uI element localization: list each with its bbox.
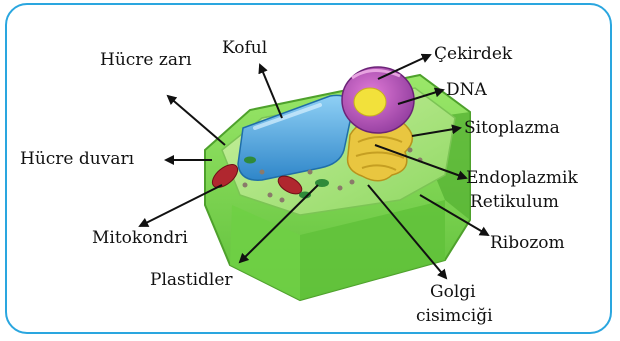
label-mitokondri: Mitokondri bbox=[92, 228, 188, 248]
label-cekirdek: Çekirdek bbox=[434, 44, 512, 64]
label-hucre-zari: Hücre zarı bbox=[100, 50, 192, 70]
label-plastidler: Plastidler bbox=[150, 270, 233, 290]
label-sitoplazma: Sitoplazma bbox=[464, 118, 560, 138]
label-koful: Koful bbox=[222, 38, 267, 58]
nucleus bbox=[342, 67, 414, 133]
label-dna: DNA bbox=[446, 80, 487, 100]
label-endoplazmik: Endoplazmik bbox=[466, 168, 578, 188]
label-cisimcigi: cisimciği bbox=[416, 306, 493, 326]
label-hucre-duvari: Hücre duvarı bbox=[20, 149, 134, 169]
label-retikulum: Retikulum bbox=[470, 192, 559, 212]
arrow-hucre-zari bbox=[168, 96, 225, 145]
label-ribozom: Ribozom bbox=[490, 233, 565, 253]
label-golgi: Golgi bbox=[430, 282, 476, 302]
